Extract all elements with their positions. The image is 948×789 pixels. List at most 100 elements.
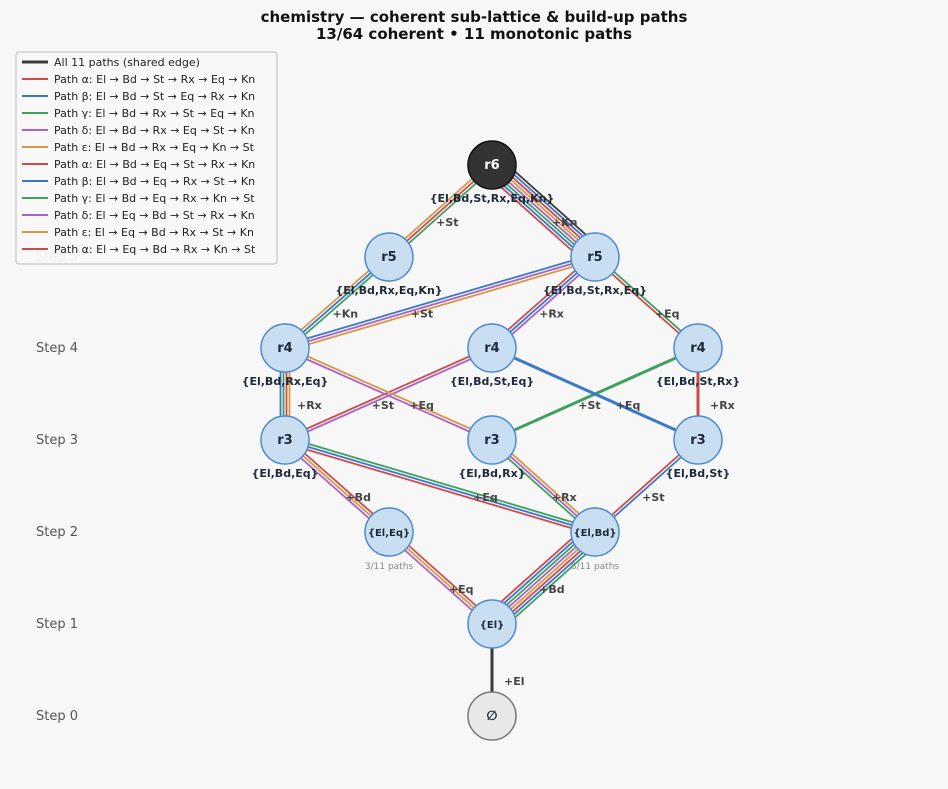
node-set-label: {El,Bd,Rx} — [458, 467, 525, 480]
legend-item: Path ε: El → Bd → Rx → Eq → Kn → St — [22, 141, 255, 154]
node-label: r6 — [484, 158, 499, 173]
legend-item: Path γ: El → Bd → Eq → Rx → Kn → St — [22, 192, 255, 205]
legend-box — [15, 51, 278, 265]
node-label: r3 — [277, 433, 292, 448]
edge-path-line — [284, 439, 596, 533]
node-r5a[interactable]: r5{El,Bd,Rx,Eq,Kn} — [335, 232, 443, 297]
edge-path-line — [490, 346, 700, 442]
edge-path-line — [484, 523, 589, 618]
edge-path-line — [283, 348, 493, 443]
edge-r3c-r4b: +Eq — [490, 346, 700, 442]
edge-label: +Rx — [297, 399, 322, 412]
edge-label: +Eq — [409, 399, 434, 412]
node-set-label: {El,Bd,St,Rx,Eq} — [543, 284, 647, 297]
node-path-count: 8/11 paths — [571, 562, 620, 572]
legend-item: Path β: El → Bd → Eq → Rx → St → Kn — [22, 175, 255, 188]
node-r3c[interactable]: r3 {El,Bd,St} — [666, 415, 731, 480]
node-set-label: {El,Bd,St,Rx} — [656, 375, 741, 388]
legend-item: Path α: El → Bd → St → Rx → Eq → Kn — [22, 73, 255, 86]
node-circle — [570, 507, 620, 557]
step-label: Step 1 — [36, 617, 78, 632]
node-eleq[interactable]: {El,Eq}3/11 paths — [364, 507, 414, 572]
diagram-title: chemistry — coherent sub-lattice & build… — [260, 8, 688, 26]
node-label: r4 — [484, 341, 499, 356]
edge-label: +St — [372, 399, 394, 412]
node-set-label: {El,Bd,St,Rx,Eq,Kn} — [430, 192, 555, 205]
node-empty[interactable]: ∅ — [467, 691, 517, 741]
edge-path-line — [283, 441, 596, 536]
node-label: r4 — [277, 341, 292, 356]
node-circle — [364, 232, 414, 282]
legend-label: Path α: El → Bd → Eq → St → Rx → Kn — [54, 158, 255, 171]
edge-path-line — [284, 345, 494, 440]
legend-item: Path γ: El → Bd → Rx → St → Eq → Kn — [22, 107, 255, 120]
edge-path-line — [284, 258, 597, 352]
step-label: Step 2 — [36, 525, 78, 540]
node-r5b[interactable]: r5 {El,Bd,St,Rx,Eq} — [543, 232, 647, 297]
node-circle — [673, 323, 723, 373]
step-label: Step 4 — [36, 341, 78, 356]
edge-label: +Rx — [710, 399, 735, 412]
legend-item: Path β: El → Bd → St → Eq → Rx → Kn — [22, 90, 255, 103]
node-path-count: 3/11 paths — [365, 562, 414, 572]
edge-label: +Rx — [539, 307, 564, 320]
legend: All 11 paths (shared edge) Path α: El → B… — [15, 51, 278, 265]
node-label: r3 — [690, 433, 705, 448]
legend-item: Path α: El → Eq → Bd → Rx → Kn → St — [22, 243, 256, 256]
node-label: {El,Bd} — [573, 528, 616, 539]
legend-item: Path α: El → Bd → Eq → St → Rx → Kn — [22, 158, 255, 171]
edge-label: +St — [436, 216, 458, 229]
legend-label: Path γ: El → Bd → Eq → Rx → Kn → St — [54, 192, 255, 205]
legend-item: Path δ: El → Bd → Rx → Eq → St → Kn — [22, 124, 255, 137]
node-r3b[interactable]: r3 {El,Bd,Rx} — [458, 415, 526, 480]
edge-path-line — [498, 156, 603, 251]
node-label: r5 — [587, 250, 602, 265]
legend-label: All 11 paths (shared edge) — [54, 56, 200, 69]
edge-r4a-r5b: +St — [283, 253, 597, 352]
nodes: ∅ {El} {El,Eq}3/11 paths {El,Bd} 8/11 paths r… — [242, 140, 741, 741]
node-set-label: {El,Bd,Rx,Eq} — [242, 375, 329, 388]
edge-path-line — [484, 171, 589, 266]
node-set-label: {El,Bd,St} — [666, 467, 731, 480]
node-set-label: {El,Bd,St,Eq} — [450, 375, 534, 388]
edge-path-line — [283, 253, 596, 347]
edge-label: +Eq — [616, 399, 641, 412]
legend-item: Path δ: El → Eq → Bd → St → Rx → Kn — [22, 209, 255, 222]
node-label: r4 — [690, 341, 705, 356]
node-el[interactable]: {El} — [467, 599, 517, 649]
legend-label: Path γ: El → Bd → Rx → St → Eq → Kn — [54, 107, 255, 120]
legend-label: Path β: El → Bd → St → Eq → Rx → Kn — [54, 90, 255, 103]
legend-label: Path α: El → Bd → St → Rx → Eq → Kn — [54, 73, 255, 86]
node-label: r3 — [484, 433, 499, 448]
edge-r3b-r4a: +Eq — [283, 345, 494, 443]
node-r4a[interactable]: r4 {El,Bd,Rx,Eq} — [242, 323, 329, 388]
node-circle — [673, 415, 723, 465]
edge-label: +St — [411, 307, 433, 320]
node-elbd[interactable]: {El,Bd} 8/11 paths — [570, 507, 620, 572]
edge-path-line — [284, 436, 597, 531]
node-circle — [570, 232, 620, 282]
edge-path-line — [284, 256, 596, 349]
node-circle — [467, 323, 517, 373]
node-label: ∅ — [486, 709, 497, 724]
edge-label: +Eq — [473, 491, 498, 504]
node-circle — [364, 507, 414, 557]
node-label: {El} — [480, 620, 505, 631]
legend-label: Path δ: El → Bd → Rx → Eq → St → Kn — [54, 124, 255, 137]
node-r6[interactable]: r6 {El,Bd,St,Rx,Eq,Kn} — [430, 140, 555, 205]
edge-label: +St — [642, 491, 664, 504]
node-set-label: {El,Bd,Rx,Eq,Kn} — [335, 284, 442, 297]
node-circle — [467, 140, 517, 190]
legend-item: Path ε: El → Eq → Bd → Rx → St → Kn — [22, 226, 254, 239]
node-circle — [260, 323, 310, 373]
legend-label: Path ε: El → Bd → Rx → Eq → Kn → St — [54, 141, 255, 154]
edge-label: +Rx — [552, 491, 577, 504]
node-r4c[interactable]: r4 {El,Bd,St,Rx} — [656, 323, 741, 388]
step-label: Step 3 — [36, 433, 78, 448]
node-r4b[interactable]: r4 {El,Bd,St,Eq} — [450, 323, 534, 388]
node-circle — [467, 599, 517, 649]
node-r3a[interactable]: r3{El,Bd,Eq} — [252, 415, 319, 480]
legend-label: Path δ: El → Eq → Bd → St → Rx → Kn — [54, 209, 255, 222]
node-circle — [467, 691, 517, 741]
node-circle — [467, 415, 517, 465]
